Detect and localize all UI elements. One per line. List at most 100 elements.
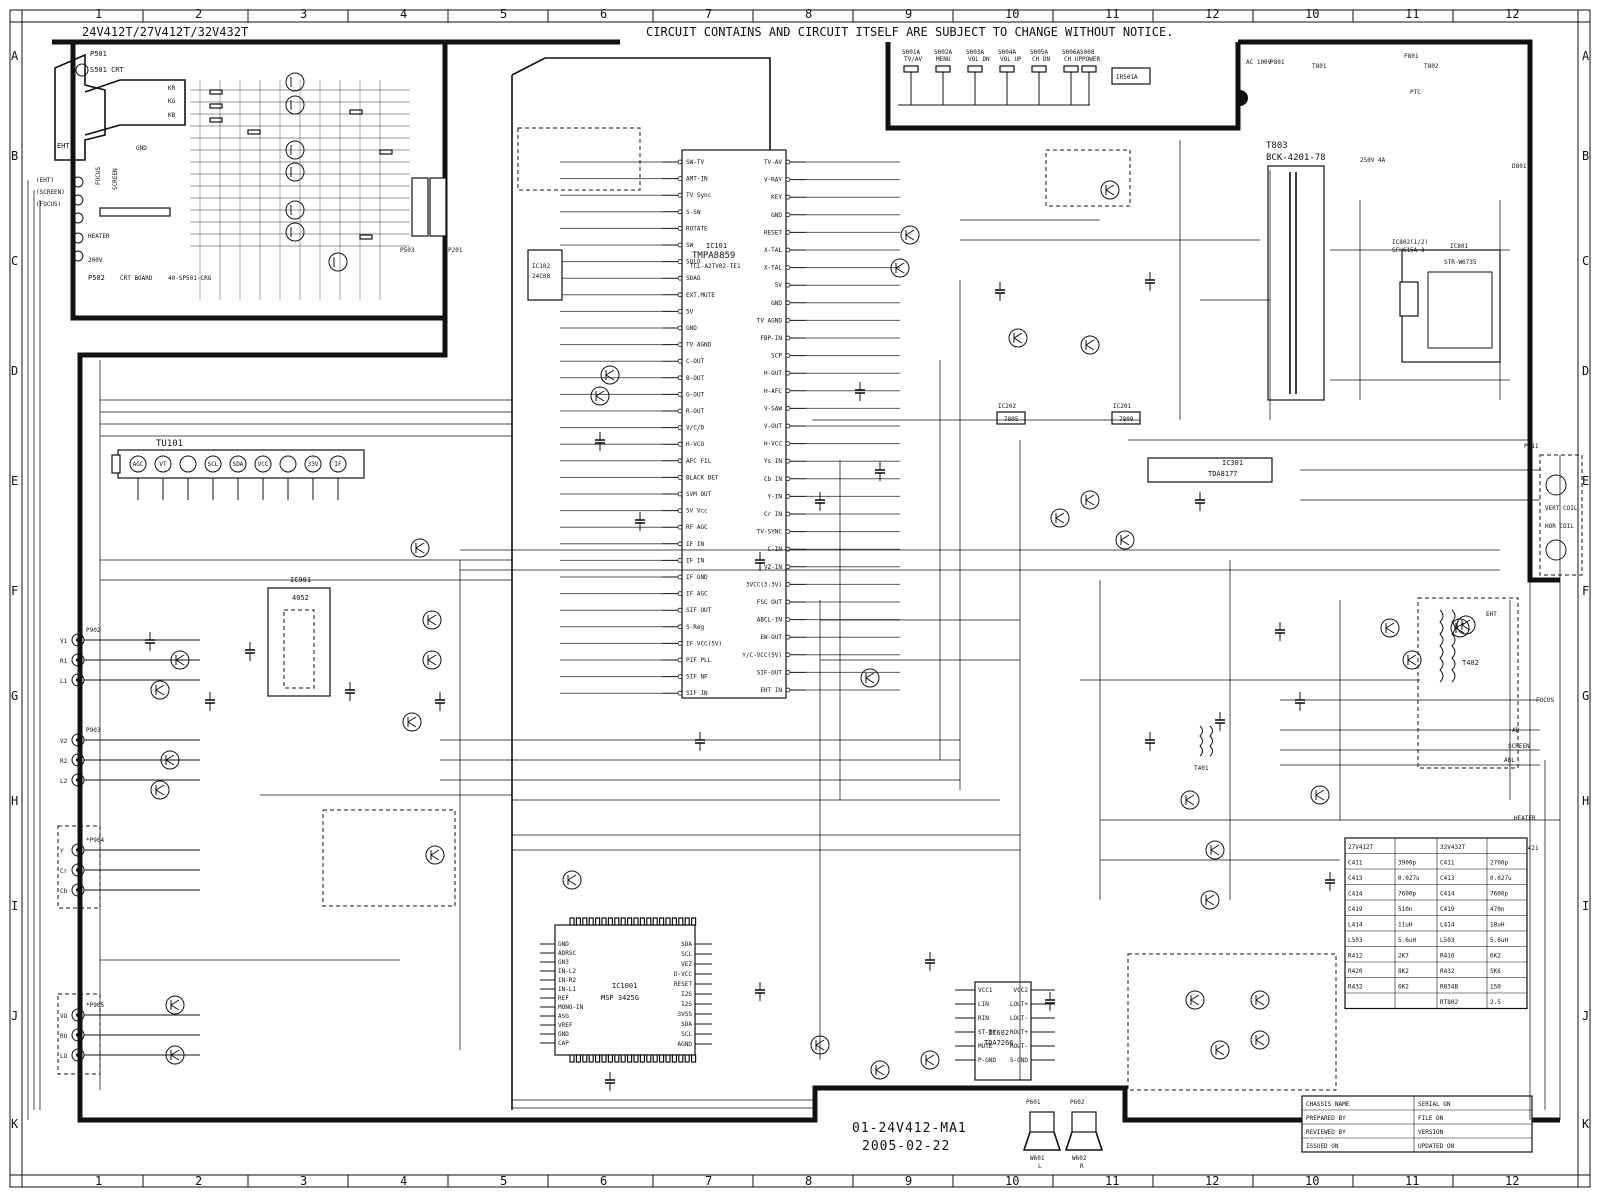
title-block-field: PREPARED BY [1306, 1115, 1346, 1122]
table-cell: 18uH [1490, 922, 1505, 929]
ic101-pin-label: TV AGND [757, 317, 783, 324]
svg-text:IC602: IC602 [988, 1029, 1009, 1037]
svg-text:KR: KR [168, 85, 176, 92]
key-switch-ref: S001A [902, 49, 920, 56]
ic101-pin-label: SOLO [686, 259, 701, 266]
ic101-pin-label: BLACK DET [686, 474, 719, 481]
model-header: 24V412T/27V412T/32V432T [82, 25, 248, 39]
svg-text:T803: T803 [1266, 141, 1288, 151]
svg-text:TMPA8859: TMPA8859 [692, 251, 735, 261]
key-switch-ref: S003A [966, 49, 984, 56]
svg-text:TDA8177: TDA8177 [1208, 470, 1238, 478]
av-jack-label: Cb [60, 888, 68, 895]
key-switch-ref: S008 [1080, 49, 1095, 56]
key-board-outline [885, 42, 1241, 131]
transformer-t401: T401 [1194, 725, 1213, 772]
key-switch-ref: S002A [934, 49, 952, 56]
ic101-pin-label: SIF-OUT [757, 669, 783, 676]
tuner-tu101: TU101 [111, 439, 365, 479]
av-jack-label: Cr [60, 868, 68, 875]
table-cell: R432 [1348, 984, 1363, 991]
table-cell: C419 [1348, 906, 1363, 913]
ic101-pin-label: KEY [771, 194, 782, 201]
table-cell: R416 [1440, 953, 1455, 960]
main-board-outline [70, 42, 1560, 1123]
deflection-coils: VERT COIL HOR COIL P411 P421 [1524, 443, 1583, 852]
ic1001-pin-label: RESET [674, 981, 692, 988]
av-connector-ref: P903 [86, 727, 101, 734]
ic101-pin-label: SIF IN [686, 690, 708, 697]
ic602-tda7266: IC602 TDA7266 [974, 981, 1032, 1081]
grid-row-label: G [11, 689, 18, 703]
grid-col-label: 4 [400, 1174, 407, 1188]
grid-col-label: 7 [705, 1174, 712, 1188]
ic101-pin-label: SVM OUT [686, 491, 712, 498]
svg-text:IC102: IC102 [532, 263, 550, 270]
grid-col-label: 11 [1405, 1174, 1419, 1188]
table-cell: 510n [1398, 906, 1413, 913]
ic101-pin-label: H-VCO [686, 441, 704, 448]
svg-text:TCL-A2TV02-TE1: TCL-A2TV02-TE1 [690, 263, 741, 270]
ic1001-pin-label: I2S [681, 1001, 692, 1008]
ic1001-pin-label: ADRSC [558, 950, 576, 957]
ic101-pin-label: H-OUT [764, 370, 782, 377]
ic101-pin-label: V-SAW [764, 405, 782, 412]
grid-col-label: 12 [1205, 1174, 1219, 1188]
drawing-date: 2005-02-22 [862, 1139, 950, 1154]
grid-col-label: 10 [1305, 7, 1319, 21]
grid-row-label: I [11, 899, 18, 913]
grid-row-label: H [11, 794, 18, 808]
title-block-field: FILE ON [1418, 1115, 1444, 1122]
grid-col-label: 2 [195, 1174, 202, 1188]
grid-col-label: 9 [905, 1174, 912, 1188]
ic1001-pin-label: VEZ [681, 961, 692, 968]
svg-text:EHT: EHT [1486, 611, 1497, 618]
svg-text:HEATER: HEATER [88, 233, 110, 240]
ic101-pin-label: FBP-IN [760, 335, 782, 342]
crt-socket: EHT S501 CRT P501 KR KG KB GND FOCUS SCR… [54, 50, 212, 282]
svg-text:P503: P503 [400, 247, 415, 254]
av-connector-ref: P902 [86, 627, 101, 634]
ic1001-pin-label: VREF [558, 1022, 573, 1029]
table-cell: R834B [1440, 984, 1458, 991]
grid-col-label: 7 [705, 7, 712, 21]
grid-col-label: 10 [1305, 1174, 1319, 1188]
svg-text:(SCREEN): (SCREEN) [36, 189, 65, 196]
table-cell: 2K7 [1398, 953, 1409, 960]
title-block-field: REVIEWED BY [1306, 1129, 1346, 1136]
grid-row-label: C [1582, 254, 1589, 268]
key-switch-label: CH DN [1032, 56, 1050, 63]
regulators: 7805 IC202 7809 IC201 [996, 403, 1141, 425]
ic602-pin-label: ROUT+ [1010, 1029, 1028, 1036]
av-connector-ref: *P904 [86, 837, 104, 844]
eht-label: EHT [57, 142, 70, 150]
grid-row-label: B [11, 149, 18, 163]
crt-board-label: CRT BOARD [120, 275, 153, 282]
ic101-pin-label: SW-TV [686, 159, 704, 166]
svg-text:P201: P201 [448, 247, 463, 254]
ic101-pin-label: S-Reg [686, 624, 704, 631]
grid-col-label: 10 [1005, 7, 1019, 21]
ic101-pin-label: IF AGC [686, 591, 708, 598]
grid-row-label: I [1582, 899, 1589, 913]
ic101-pin-label: PIF PLL [686, 657, 712, 664]
svg-text:HEATER: HEATER [1514, 815, 1536, 822]
ic602-pin-label: LOUT+ [1010, 1001, 1028, 1008]
relay-subcircuit [1045, 149, 1131, 207]
svg-text:P411: P411 [1524, 443, 1539, 450]
key-switch-label: VOL UP [1000, 56, 1022, 63]
grid-col-label: 3 [300, 1174, 307, 1188]
ic101-pin-label: H-VCC [764, 441, 782, 448]
ic101-pin-label: R-OUT [686, 408, 704, 415]
grid-col-label: 12 [1505, 1174, 1519, 1188]
key-switch-ref: S005A [1030, 49, 1048, 56]
speakers: W601 L W602 R P601 P602 [1022, 1099, 1104, 1170]
ic602-pin-label: VCC2 [1014, 987, 1029, 994]
grid-row-label: K [1582, 1117, 1590, 1131]
table-header: 32V432T [1440, 844, 1466, 851]
table-cell: L414 [1348, 922, 1363, 929]
change-notice: CIRCUIT CONTAINS AND CIRCUIT ITSELF ARE … [646, 25, 1173, 39]
drawing-number: 01-24V412-MA1 [852, 1121, 967, 1136]
title-block-field: VERSION [1418, 1129, 1444, 1136]
